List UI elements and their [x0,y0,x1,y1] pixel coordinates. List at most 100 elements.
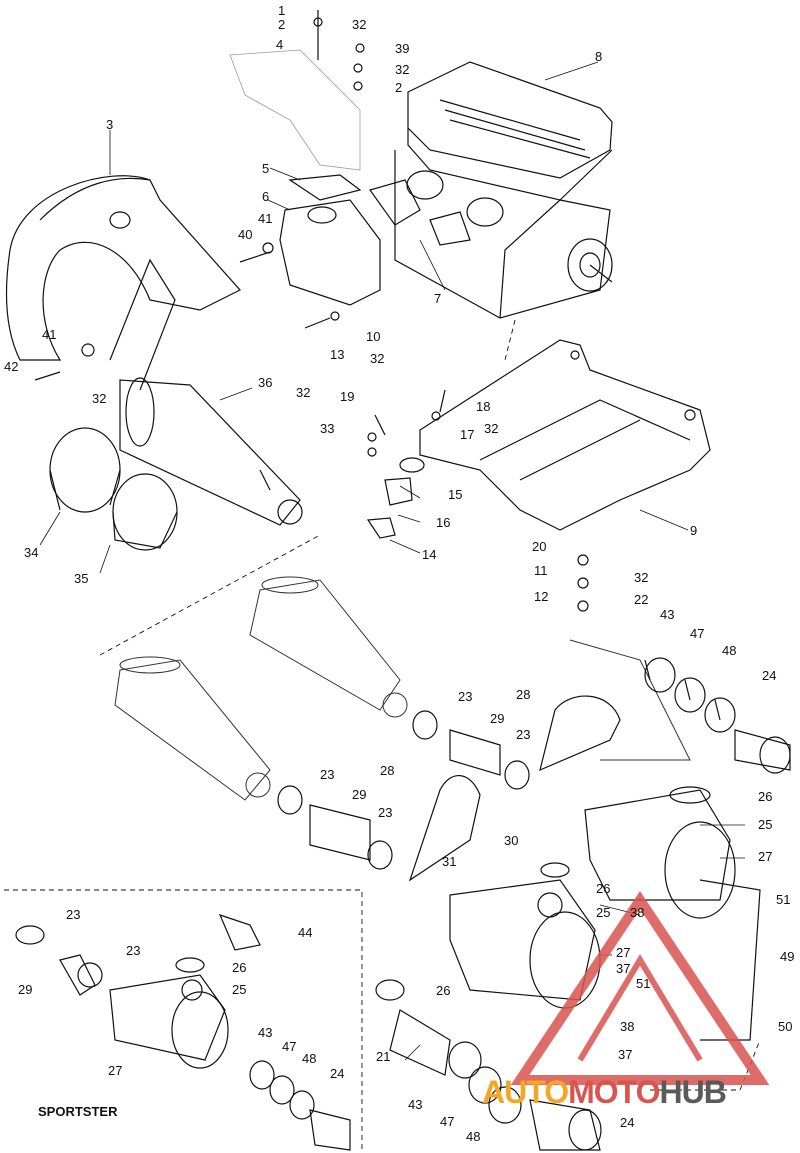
callout-25: 25 [758,817,773,832]
watermark-part-hub: HUB [659,1074,726,1110]
callout-12: 12 [534,589,549,604]
callout-34: 34 [24,545,39,560]
callout-21: 21 [376,1049,391,1064]
callout-9: 9 [690,523,698,538]
support-plate-drawing [419,339,711,531]
exhaust-manifold-drawing [5,175,241,391]
callout-1: 1 [278,3,286,18]
callout-29: 29 [18,982,33,997]
callout-3: 3 [106,117,114,132]
callout-49: 49 [780,949,795,964]
callout-11: 11 [534,563,548,578]
callout-23: 23 [126,943,141,958]
callout-14: 14 [422,547,437,562]
watermark-part-moto: MOTO [568,1074,660,1110]
callout-23: 23 [320,767,335,782]
callout-7: 7 [434,291,442,306]
callout-24: 24 [762,668,777,683]
callout-30: 30 [504,833,519,848]
tuned-pipes-faded [114,576,691,801]
callout-39: 39 [395,41,410,56]
callout-33: 33 [320,421,335,436]
callout-24: 24 [330,1066,345,1081]
callout-32: 32 [395,62,410,77]
watermark-text: AUTOMOTOHUB [482,1074,727,1111]
callout-26: 26 [232,960,247,975]
callout-18: 18 [476,399,491,414]
callout-37: 37 [616,961,631,976]
callout-26: 26 [436,983,451,998]
callout-43: 43 [408,1097,423,1112]
callout-48: 48 [722,643,737,658]
watermark-part-auto: AUTO [482,1074,569,1110]
callout-15: 15 [448,487,463,502]
outlet-hoses-lower [375,979,602,1151]
engine-block-drawing [394,61,613,319]
sportster-inset-parts [15,914,351,1151]
callout-32: 32 [634,570,649,585]
callout-13: 13 [330,347,345,362]
reference-lines [4,319,761,1150]
callout-27: 27 [758,849,773,864]
callout-25: 25 [232,982,247,997]
callout-27: 27 [108,1063,123,1078]
callout-29: 29 [352,787,367,802]
callout-26: 26 [758,789,773,804]
callout-4: 4 [276,37,284,52]
callout-26: 26 [596,881,611,896]
callout-19: 19 [340,389,355,404]
leader-lines [39,61,745,1061]
callout-51: 51 [636,976,651,991]
callout-42: 42 [4,359,19,374]
callout-27: 27 [616,945,631,960]
callout-5: 5 [262,161,270,176]
callout-32: 32 [296,385,311,400]
callout-28: 28 [516,687,531,702]
callout-41: 41 [258,211,273,226]
callout-23: 23 [66,907,81,922]
callout-37: 37 [618,1047,633,1062]
callout-25: 25 [596,905,611,920]
callout-23: 23 [516,727,531,742]
callout-29: 29 [490,711,505,726]
callout-16: 16 [436,515,451,530]
callout-41: 41 [42,327,57,342]
variant-label: SPORTSTER [38,1104,118,1119]
muffler-upper [584,657,791,919]
callout-38: 38 [630,905,645,920]
callout-32: 32 [370,351,385,366]
callout-22: 22 [634,592,649,607]
callout-32: 32 [92,391,107,406]
callout-48: 48 [466,1129,481,1144]
callout-17: 17 [460,427,475,442]
callout-20: 20 [532,539,547,554]
callout-31: 31 [442,854,457,869]
exhaust-cone-drawing [119,377,303,526]
callout-2: 2 [395,80,403,95]
callout-32: 32 [484,421,499,436]
callout-2: 2 [278,17,286,32]
callout-35: 35 [74,571,89,586]
callout-51: 51 [776,892,791,907]
watermark-logo-shape [510,890,770,1085]
callout-23: 23 [378,805,393,820]
callout-38: 38 [620,1019,635,1034]
callout-43: 43 [660,607,675,622]
callout-23: 23 [458,689,473,704]
callout-6: 6 [262,189,270,204]
callout-48: 48 [302,1051,317,1066]
callout-40: 40 [238,227,253,242]
callout-43: 43 [258,1025,273,1040]
callout-36: 36 [258,375,273,390]
tuned-pipe-outline [229,49,361,171]
callout-10: 10 [366,329,381,344]
callout-24: 24 [620,1115,635,1130]
clamps-hoses-middle [277,695,621,882]
callout-47: 47 [690,626,705,641]
callout-32: 32 [352,17,367,32]
callout-47: 47 [440,1114,455,1129]
callout-28: 28 [380,763,395,778]
callout-8: 8 [595,49,603,64]
